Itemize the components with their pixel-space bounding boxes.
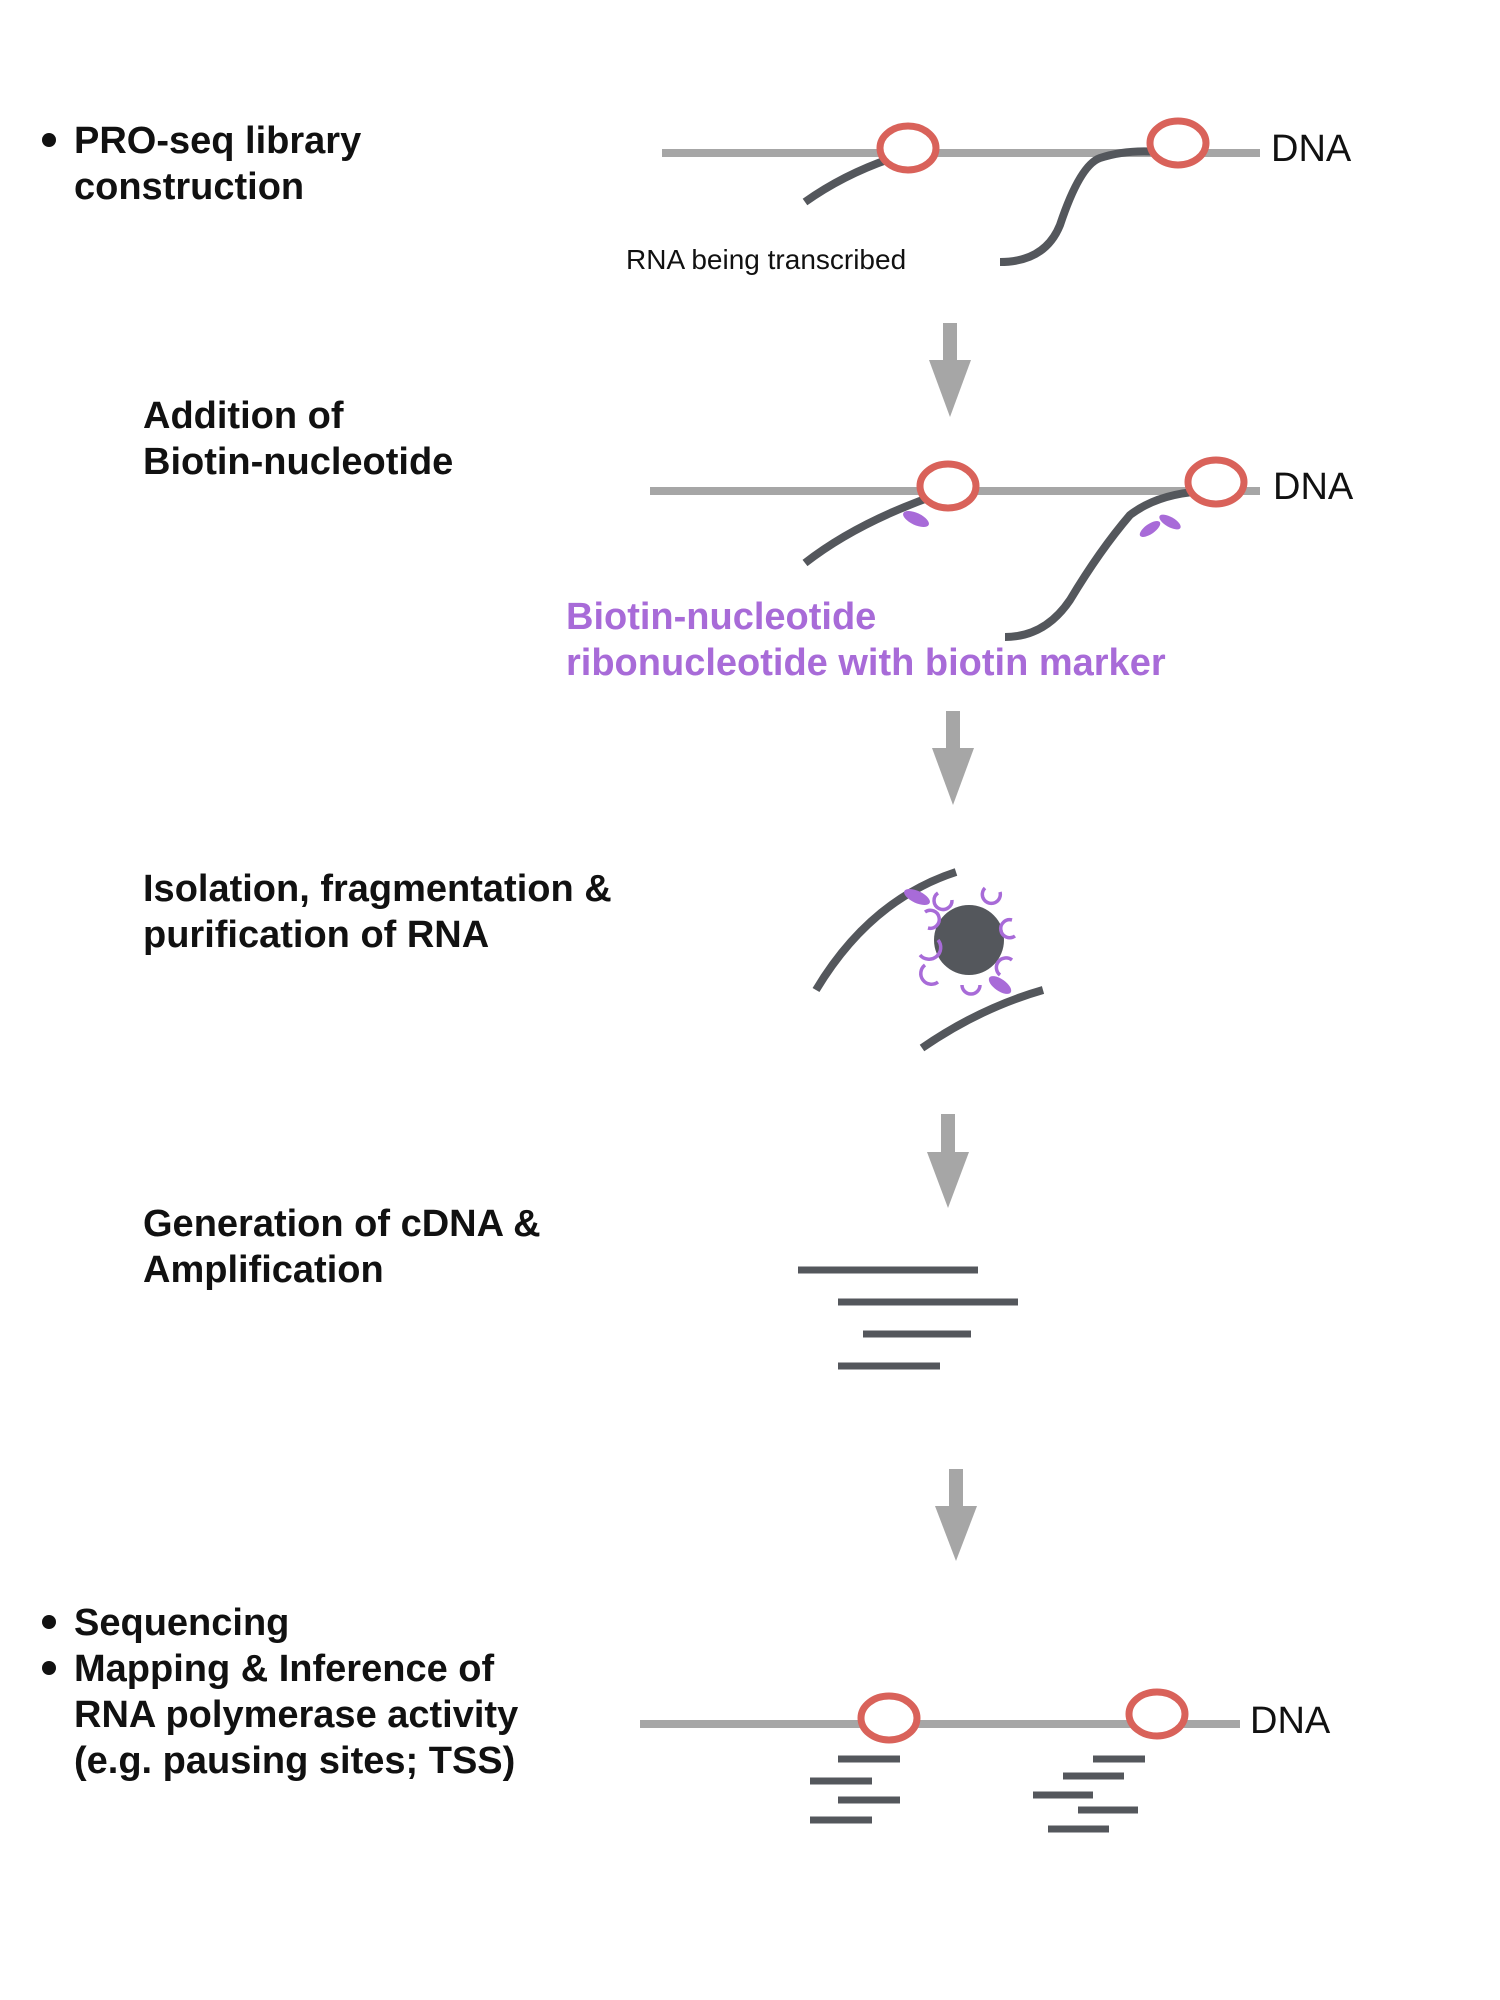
step2-title: Addition of Biotin-nucleotide [143,393,453,485]
step5-illustration [640,1688,1240,1833]
dna-label: DNA [1273,466,1354,508]
step4-line2: Amplification [143,1249,384,1291]
step5-title: Sequencing Mapping & Inference of RNA po… [38,1600,518,1784]
step1-bullet: PRO-seq library [38,118,361,164]
step3-illustration [812,868,1045,1052]
biotin-marker [903,510,929,528]
rna-strand [1004,487,1211,641]
step1-illustration [662,117,1260,266]
step4-line1: Generation of cDNA & [143,1203,541,1245]
biotin-marker [1159,514,1181,530]
step1-line2: construction [74,166,305,208]
step3-line1: Isolation, fragmentation & [143,868,612,910]
biotin-nucleotide-legend: Biotin-nucleotide ribonucleotide with bi… [566,594,1166,686]
step1-title: PRO-seq library construction [38,118,361,210]
step5-bullet-mapping: Mapping & Inference of [38,1646,518,1692]
rna-polymerase [1146,117,1210,169]
rna-polymerase [876,122,940,174]
rna-polymerase [1125,1688,1189,1740]
step5-line4: (e.g. pausing sites; TSS) [74,1740,516,1782]
step2-line1: Addition of [143,395,344,437]
step4-illustration [798,1266,1018,1370]
rna-strand [999,147,1171,266]
mapped-reads [810,1755,1145,1833]
flow-arrow [927,1114,969,1208]
biotin-legend-line1: Biotin-nucleotide [566,596,877,638]
rna-being-transcribed-label: RNA being transcribed [626,244,907,275]
biotin-marker [1139,520,1161,538]
flow-arrow [932,711,974,805]
step4-title: Generation of cDNA & Amplification [143,1201,541,1293]
rna-polymerase [916,460,980,512]
rna-polymerase [857,1692,921,1744]
step5-line3: RNA polymerase activity [74,1694,519,1736]
dna-label: DNA [1271,128,1352,170]
streptavidin-bead [934,905,1004,975]
streptavidin-binding-sites [918,886,1017,996]
rna-fragment [919,986,1045,1052]
step3-line2: purification of RNA [143,914,490,956]
flow-arrow [929,323,971,417]
step2-line2: Biotin-nucleotide [143,441,454,483]
step3-title: Isolation, fragmentation & purification … [143,866,612,958]
rna-fragment [812,868,958,993]
rna-polymerase [1184,456,1248,508]
biotin-legend-line2: ribonucleotide with biotin marker [566,642,1166,684]
step2-illustration [650,456,1260,641]
biotin-marker [904,888,930,906]
biotin-marker [988,976,1012,994]
step5-bullet-sequencing: Sequencing [38,1600,518,1646]
dna-label: DNA [1250,1700,1331,1742]
flow-arrow [935,1469,977,1561]
